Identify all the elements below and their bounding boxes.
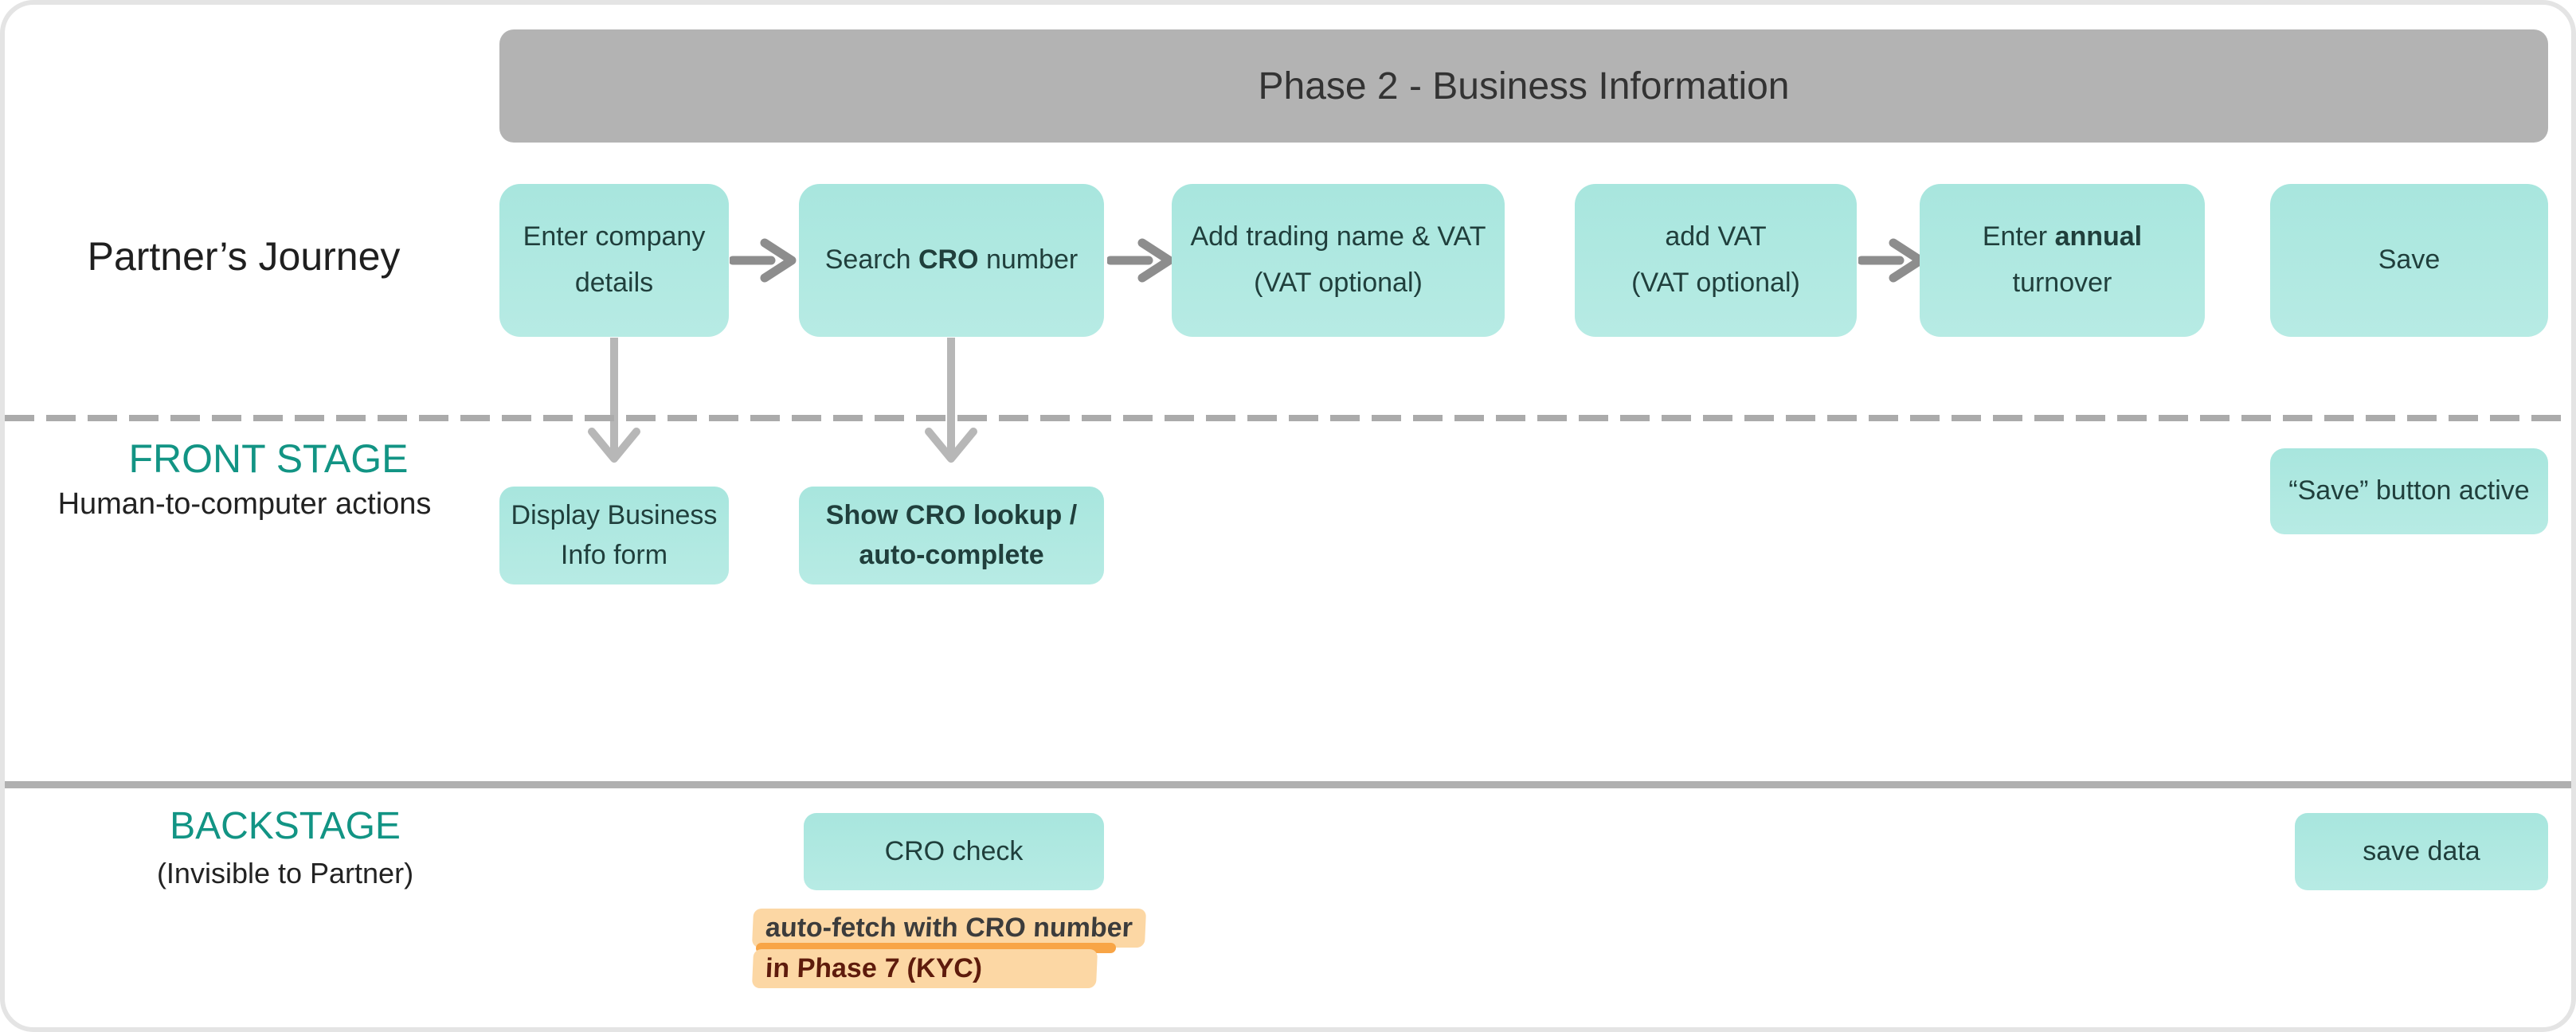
step-label-line: details bbox=[574, 268, 654, 298]
box-label-line: save data bbox=[2363, 835, 2480, 866]
journey-step-search-cro-number[interactable]: Search CRO number bbox=[799, 184, 1104, 337]
arrow-right-icon bbox=[730, 235, 800, 286]
box-label-line: Show CRO lookup / bbox=[825, 500, 1078, 531]
box-label-line: auto-complete bbox=[859, 539, 1044, 570]
box-label-line: “Save” button active bbox=[2288, 475, 2530, 506]
box-label-line: CRO check bbox=[884, 835, 1024, 866]
journey-lane-label: Partner’s Journey bbox=[87, 234, 401, 279]
backstage-box-save-data[interactable]: save data bbox=[2295, 813, 2548, 890]
step-label-line: add VAT bbox=[1665, 221, 1767, 252]
arrow-down-icon bbox=[922, 336, 980, 484]
journey-step-enter-annual-turnover[interactable]: Enter annual turnover bbox=[1920, 184, 2205, 337]
step-label-line: (VAT optional) bbox=[1254, 268, 1423, 298]
front-stage-box-save-button-active[interactable]: “Save” button active bbox=[2270, 448, 2548, 534]
phase-title: Phase 2 - Business Information bbox=[1258, 64, 1790, 108]
phase-header-bar[interactable]: Phase 2 - Business Information bbox=[499, 29, 2548, 143]
backstage-lane-label: BACKSTAGE bbox=[170, 805, 401, 847]
front-stage-divider bbox=[5, 415, 2571, 421]
arrow-right-icon bbox=[1858, 235, 1928, 286]
box-label-line: Display Business bbox=[511, 500, 718, 531]
arrow-right-icon bbox=[1107, 235, 1177, 286]
journey-step-add-vat[interactable]: add VAT (VAT optional) bbox=[1575, 184, 1857, 337]
annotation-line-1: auto-fetch with CRO number bbox=[751, 909, 1146, 948]
step-label-line: Add trading name & VAT bbox=[1190, 221, 1486, 252]
annotation-line-2: in Phase 7 (KYC) bbox=[751, 949, 1098, 988]
journey-step-add-trading-name-vat[interactable]: Add trading name & VAT (VAT optional) bbox=[1172, 184, 1505, 337]
journey-step-save[interactable]: Save bbox=[2270, 184, 2548, 337]
journey-step-enter-company-details[interactable]: Enter company details bbox=[499, 184, 729, 337]
step-label-line: Enter annual bbox=[1982, 221, 2143, 252]
front-stage-box-show-cro-lookup[interactable]: Show CRO lookup / auto-complete bbox=[799, 487, 1104, 584]
step-label-line: (VAT optional) bbox=[1631, 268, 1800, 298]
step-label-line: turnover bbox=[2012, 268, 2112, 298]
front-stage-lane-label: FRONT STAGE bbox=[128, 436, 409, 481]
front-stage-lane-sublabel: Human-to-computer actions bbox=[57, 487, 432, 521]
backstage-lane-sublabel: (Invisible to Partner) bbox=[156, 857, 414, 889]
step-label-line: Enter company bbox=[523, 221, 706, 252]
backstage-divider bbox=[5, 781, 2571, 788]
box-label-line: Info form bbox=[560, 539, 668, 570]
step-label-line: Save bbox=[2378, 244, 2441, 276]
annotation-highlight[interactable]: auto-fetch with CRO number in Phase 7 (K… bbox=[751, 909, 1146, 988]
backstage-box-cro-check[interactable]: CRO check bbox=[804, 813, 1104, 890]
arrow-down-icon bbox=[585, 336, 643, 484]
front-stage-box-display-business-info[interactable]: Display Business Info form bbox=[499, 487, 729, 584]
step-label-line: Search CRO number bbox=[824, 244, 1079, 276]
